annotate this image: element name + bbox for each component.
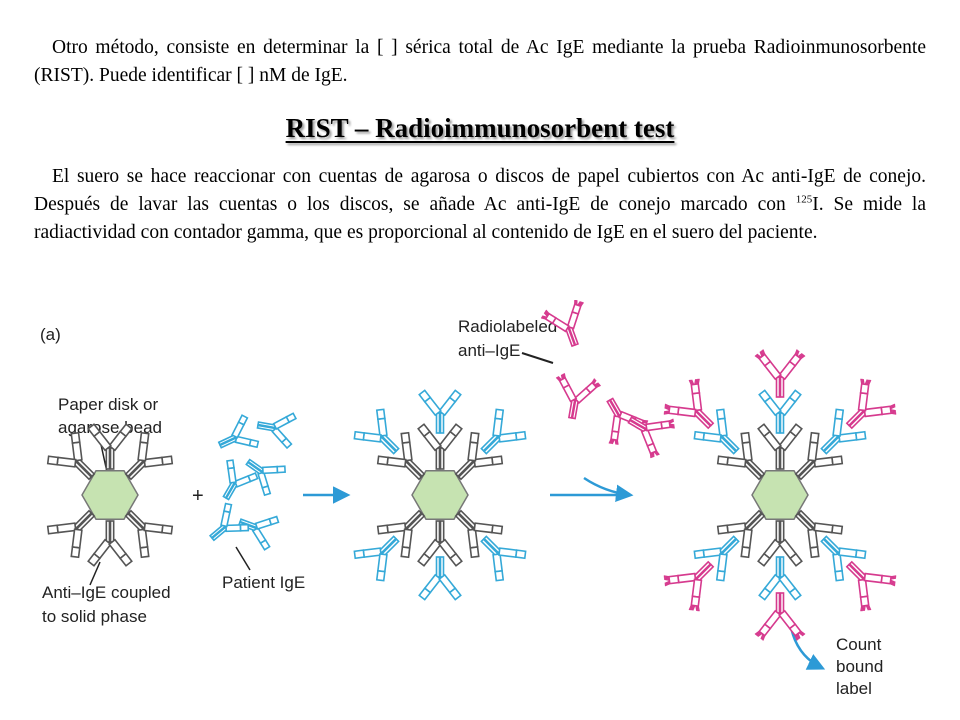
solid-phase-anti-ige-4 [46,509,96,559]
labeled-complex-radiolabeled-4 [663,560,715,612]
free-radiolabeled-3 [555,373,601,420]
solid-phase-anti-ige-3 [124,509,174,559]
bound-complex-anti-ige-6 [417,423,463,470]
labeled-complex-anti-ige-4 [716,509,766,559]
free-patient-ige-5 [208,502,250,542]
bound-complex-patient-ige-3 [480,535,527,582]
plus-sign: + [192,485,204,507]
panel-label: (a) [40,325,61,344]
labeled-complex-patient-ige-2 [820,408,867,455]
paper-disk-label-line2: agarose bead [58,418,162,437]
labeled-complex-anti-ige-1 [716,431,766,481]
count-label-line3: label [836,679,872,698]
anti-ige-coupled-label-line1: Anti–IgE coupled [42,583,171,602]
free-patient-ige-2 [245,458,286,497]
bound-complex-anti-ige-5 [417,520,463,567]
labeled-complex-radiolabeled-6 [754,349,806,398]
slide-title: RIST – Radioimmunosorbent test [285,113,675,143]
solid-phase-hexagon [81,470,139,520]
intro-paragraph: Otro método, consiste en determinar la [… [34,37,926,86]
radiolabeled-label-line2: anti–IgE [458,341,520,360]
free-patient-ige-6 [256,412,298,450]
paper-disk-label-line1: Paper disk or [58,395,158,414]
patient-ige-leader-line [235,546,251,571]
labeled-complex-anti-ige-6 [757,423,803,470]
procedure-text-before: El suero se hace reaccionar con cuentas … [34,166,926,215]
labeled-complex-radiolabeled-3 [845,560,897,612]
patient-ige-label: Patient IgE [222,573,305,592]
isotope-superscript: 125 [795,193,813,206]
labeled-complex-anti-ige-3 [794,509,844,559]
count-label-line1: Count [836,635,882,654]
free-patient-ige-3 [222,459,259,501]
radiolabeled-label-line1: Radiolabeled [458,317,557,336]
labeled-complex-radiolabeled-2 [845,378,897,430]
procedure-text-after: I. Se mide la radiactividad con contador… [34,194,926,243]
labeled-complex-patient-ige-3 [820,535,867,582]
assay-drawing [46,300,897,641]
bound-complex-anti-ige-4 [376,509,426,559]
radiolabeled-leader-line [521,352,554,364]
free-patient-ige-4 [237,515,280,551]
free-radiolabeled-4 [627,416,675,459]
bound-complex-patient-ige-1 [353,408,400,455]
labeled-complex-patient-ige-6 [758,389,802,434]
solid-phase-anti-ige-5 [87,520,133,567]
solid-phase-anti-ige-6 [87,423,133,470]
bound-complex-patient-ige-6 [418,389,462,434]
labeled-complex-radiolabeled-1 [663,378,715,430]
labeled-complex-patient-ige-5 [758,556,802,601]
bound-complex-anti-ige-3 [454,509,504,559]
bound-complex-anti-ige-1 [376,431,426,481]
bound-complex-patient-ige-4 [353,535,400,582]
step2-arrow [583,476,634,503]
count-label-line2: bound [836,657,883,676]
free-radiolabeled-2 [606,397,649,445]
labeled-complex-patient-ige-1 [693,408,740,455]
bound-complex-patient-ige-2 [480,408,527,455]
free-radiolabeled-1 [540,300,584,348]
free-patient-ige-1 [217,414,260,449]
anti-ige-leader-line [89,561,101,586]
anti-ige-coupled-label-line2: to solid phase [42,607,147,626]
bound-complex-hexagon [411,470,469,520]
rist-diagram: (a) Paper disk or agarose bead Anti–IgE … [40,300,897,698]
labeled-complex-radiolabeled-5 [754,592,806,641]
bound-complex-patient-ige-5 [418,556,462,601]
bound-complex-anti-ige-2 [454,431,504,481]
labeled-complex-anti-ige-5 [757,520,803,567]
solid-phase-anti-ige-1 [46,431,96,481]
labeled-complex-patient-ige-4 [693,535,740,582]
labeled-complex-hexagon [751,470,809,520]
labeled-complex-anti-ige-2 [794,431,844,481]
procedure-paragraph: El suero se hace reaccionar con cuentas … [34,163,926,247]
solid-phase-anti-ige-2 [124,431,174,481]
